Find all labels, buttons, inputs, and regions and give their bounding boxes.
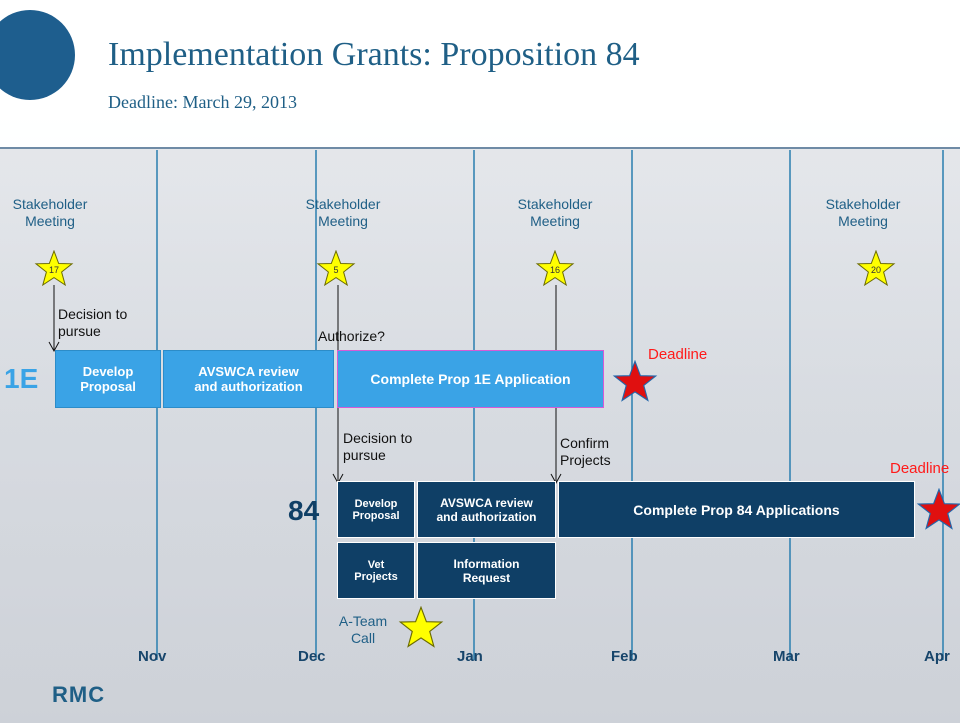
rmc-logo: RMC xyxy=(52,682,106,707)
page-subtitle: Deadline: March 29, 2013 xyxy=(108,92,297,112)
authorize-note: Authorize? xyxy=(318,328,385,344)
deadline-star-icon xyxy=(916,488,960,530)
prop-84-information-request-bar: Information Request xyxy=(417,542,556,599)
month-label-jan: Jan xyxy=(457,648,483,665)
prop-84-label: 84 xyxy=(288,495,320,526)
month-label-feb: Feb xyxy=(611,648,638,665)
prop-84-avswca-review-bar: AVSWCA review and authorization xyxy=(417,481,556,538)
stakeholder-meeting-label: Stakeholder Meeting xyxy=(12,196,88,229)
prop-84-deadline-label: Deadline xyxy=(890,460,950,477)
meeting-day: 5 xyxy=(333,265,338,275)
prop-1e-deadline-label: Deadline xyxy=(648,346,708,363)
month-label-dec: Dec xyxy=(298,648,326,665)
star-icon: 17 xyxy=(34,250,74,287)
month-label-apr: Apr xyxy=(924,648,950,665)
month-label-nov: Nov xyxy=(138,648,167,665)
page-title: Implementation Grants: Proposition 84 xyxy=(108,36,640,73)
prop-1e-avswca-review-bar: AVSWCA review and authorization xyxy=(163,350,334,408)
star-icon xyxy=(398,606,444,648)
stakeholder-meeting-label: Stakeholder Meeting xyxy=(825,196,901,229)
prop-1e-complete-application-bar: Complete Prop 1E Application xyxy=(337,350,604,408)
prop-1e-label: 1E xyxy=(4,363,39,394)
star-icon: 20 xyxy=(856,250,896,287)
meeting-day: 17 xyxy=(49,265,59,275)
prop-84-complete-applications-bar: Complete Prop 84 Applications xyxy=(558,481,915,538)
star-icon: 5 xyxy=(316,250,356,287)
decision-to-pursue-note: Decision to pursue xyxy=(343,430,413,463)
prop-1e-develop-proposal-bar: Develop Proposal xyxy=(55,350,161,408)
deadline-star-icon xyxy=(612,360,658,402)
prop-84-vet-projects-bar: Vet Projects xyxy=(337,542,415,599)
corner-circle xyxy=(0,10,75,100)
star-icon: 16 xyxy=(535,250,575,287)
meeting-day: 16 xyxy=(550,265,560,275)
prop-84-develop-proposal-bar: Develop Proposal xyxy=(337,481,415,538)
a-team-call-label: A-Team Call xyxy=(338,613,388,646)
confirm-projects-note: Confirm Projects xyxy=(560,435,611,468)
stakeholder-meeting-label: Stakeholder Meeting xyxy=(305,196,381,229)
month-label-mar: Mar xyxy=(773,648,800,665)
meeting-day: 20 xyxy=(871,265,881,275)
stakeholder-meeting-label: Stakeholder Meeting xyxy=(517,196,593,229)
decision-to-pursue-note: Decision to pursue xyxy=(58,306,128,339)
